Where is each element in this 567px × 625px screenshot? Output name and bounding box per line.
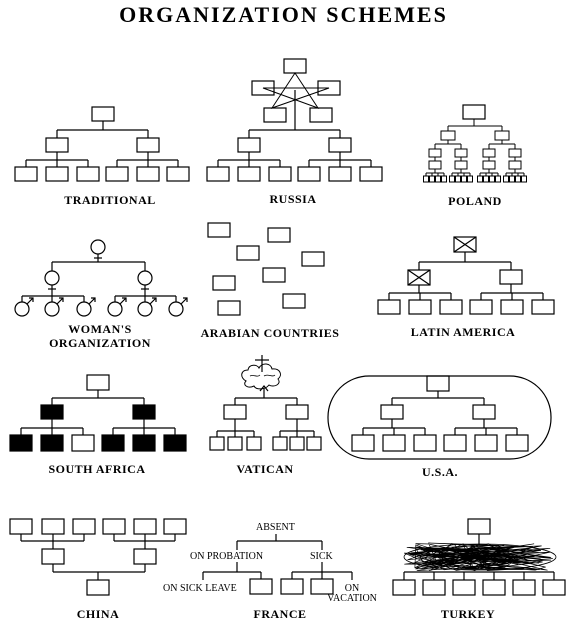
poland-box xyxy=(482,160,496,170)
poland-box xyxy=(461,175,467,183)
poland-box xyxy=(503,175,509,183)
traditional-chart xyxy=(14,106,190,182)
france-chart xyxy=(202,534,353,595)
poland-box xyxy=(483,175,489,183)
poland-box xyxy=(454,148,468,158)
caption-turkey: TURKEY xyxy=(440,607,496,621)
arabian-countries-chart xyxy=(207,222,325,316)
usa-chart xyxy=(327,375,552,460)
caption-usa: U.S.A. xyxy=(421,465,458,479)
poland-box xyxy=(467,175,473,183)
male-symbol-icon xyxy=(107,301,123,317)
poland-box xyxy=(482,148,496,158)
page-title: ORGANIZATION SCHEMES xyxy=(119,2,448,27)
caption-russia: RUSSIA xyxy=(269,192,317,206)
poland-box xyxy=(423,175,429,183)
france-label-on-sick-leave: ON SICK LEAVE xyxy=(163,583,237,594)
poland-box xyxy=(449,175,455,183)
turkey-chart xyxy=(392,518,566,596)
caption-arabian-countries: ARABIAN COUNTRIES xyxy=(200,326,340,340)
latin-america-chart xyxy=(377,236,555,315)
south-africa-chart xyxy=(9,374,187,452)
poland-box xyxy=(495,175,501,183)
poland-box xyxy=(441,175,447,183)
poland-box xyxy=(509,175,515,183)
france-label-on-probation: ON PROBATION xyxy=(190,551,264,562)
male-symbol-icon xyxy=(44,301,60,317)
poland-box xyxy=(508,160,522,170)
poland-box xyxy=(435,175,441,183)
poland-box xyxy=(455,175,461,183)
turkey-tangle xyxy=(403,542,553,572)
poland-box xyxy=(429,175,435,183)
poland-box xyxy=(477,175,483,183)
china-chart xyxy=(9,518,187,596)
male-symbol-icon xyxy=(14,301,30,317)
caption-china: CHINA xyxy=(76,607,120,621)
poland-chart xyxy=(423,104,527,183)
caption-poland: POLAND xyxy=(448,194,502,208)
poland-box xyxy=(521,175,527,183)
poland-box xyxy=(515,175,521,183)
caption-france: FRANCE xyxy=(253,607,307,621)
poland-box xyxy=(454,160,468,170)
male-symbol-icon xyxy=(168,301,184,317)
vatican-chart xyxy=(209,355,322,451)
caption-womans-organization: WOMAN'S ORGANIZATION xyxy=(49,322,151,350)
france-label-on-vacation: ON VACATION xyxy=(327,583,377,604)
poland-box xyxy=(489,175,495,183)
russia-chart xyxy=(206,58,383,182)
male-symbol-icon xyxy=(76,301,92,317)
caption-vatican: VATICAN xyxy=(236,462,294,476)
caption-south-africa: SOUTH AFRICA xyxy=(48,462,146,476)
poland-box xyxy=(428,148,442,158)
france-label-sick: SICK xyxy=(310,551,333,562)
caption-traditional: TRADITIONAL xyxy=(64,193,156,207)
caption-latin-america: LATIN AMERICA xyxy=(410,325,516,339)
poland-box xyxy=(428,160,442,170)
male-symbol-icon xyxy=(137,301,153,317)
poland-box xyxy=(508,148,522,158)
france-label-absent: ABSENT xyxy=(256,522,295,533)
womans-organization-chart xyxy=(14,239,188,317)
